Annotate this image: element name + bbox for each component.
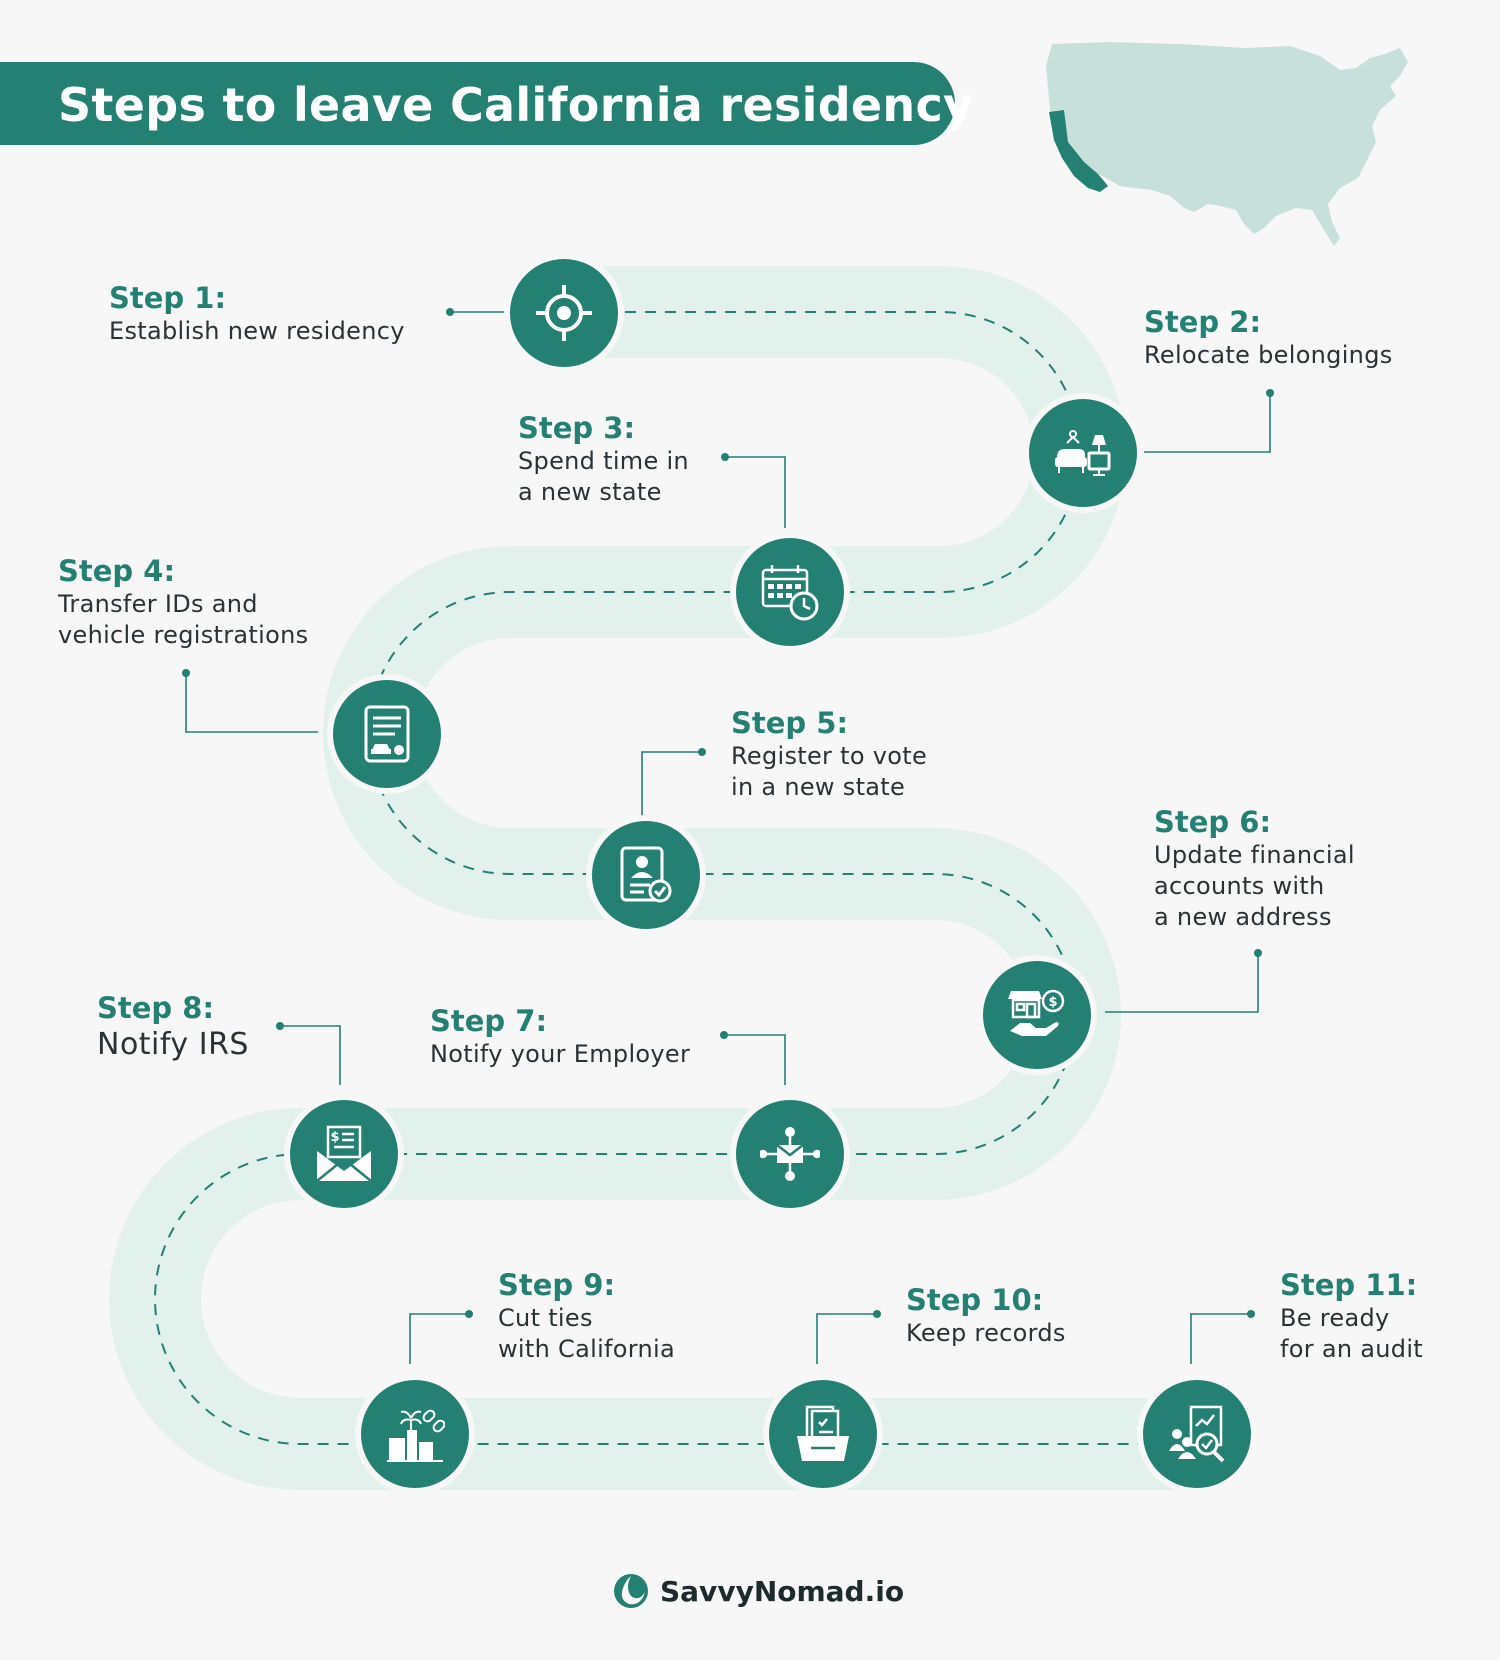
step-number: Step 11:: [1280, 1268, 1418, 1302]
step-5-label: Step 5: Register to vote in a new state: [731, 705, 927, 803]
step-description: Notify your Employer: [430, 1040, 691, 1068]
step-description: Cut ties with California: [498, 1304, 676, 1363]
svg-text:$: $: [330, 1130, 339, 1145]
title-banner: Steps to leave California residency: [0, 62, 973, 145]
us-map-shape: [1046, 42, 1408, 246]
voter-card-icon: [620, 846, 672, 903]
step-number: Step 10:: [906, 1283, 1044, 1317]
audit-search-icon: [1169, 1405, 1225, 1463]
step-description: Update financial accounts with a new add…: [1154, 841, 1355, 931]
step-number: Step 1:: [109, 281, 227, 315]
svg-text:$: $: [1048, 995, 1057, 1010]
step-description: Keep records: [906, 1319, 1066, 1347]
step-number: Step 4:: [58, 554, 176, 588]
footer-brand: SavvyNomad.io: [612, 1568, 904, 1614]
step-11-label: Step 11: Be ready for an audit: [1280, 1267, 1423, 1365]
furniture-icon: [1055, 430, 1111, 476]
california-shape: [1049, 110, 1108, 192]
step-number: Step 5:: [731, 706, 849, 740]
step-6-label: Step 6: Update financial accounts with a…: [1154, 804, 1355, 933]
tax-envelope-icon: $: [316, 1125, 372, 1182]
target-icon: [536, 285, 592, 341]
leader-dots: [182, 308, 1274, 1318]
step-8-label: Step 8: Notify IRS: [97, 990, 249, 1064]
step-number: Step 8:: [97, 991, 215, 1025]
step-6-node: $: [977, 955, 1097, 1075]
leader-lines: [185, 311, 1271, 1364]
step-description: Transfer IDs and vehicle registrations: [58, 590, 309, 649]
step-description: Relocate belongings: [1144, 341, 1393, 369]
step-description: Register to vote in a new state: [731, 742, 928, 801]
us-map: [1046, 42, 1408, 246]
step-4-label: Step 4: Transfer IDs and vehicle registr…: [58, 553, 308, 651]
step-description: Establish new residency: [109, 317, 405, 345]
step-number: Step 3:: [518, 411, 636, 445]
step-10-label: Step 10: Keep records: [906, 1282, 1066, 1349]
step-description: Be ready for an audit: [1280, 1304, 1424, 1363]
step-number: Step 6:: [1154, 805, 1272, 839]
step-number: Step 2:: [1144, 305, 1262, 339]
step-8-node: $: [284, 1094, 404, 1214]
step-5-node: [586, 815, 706, 935]
vehicle-document-icon: [364, 705, 410, 763]
step-1-label: Step 1: Establish new residency: [109, 280, 405, 347]
mail-network-icon: [760, 1127, 820, 1181]
savvynomad-logo-icon: [614, 1574, 648, 1608]
step-description: Notify IRS: [97, 1027, 249, 1062]
bank-hand-icon: $: [1008, 989, 1065, 1036]
step-11-node: [1137, 1374, 1257, 1494]
dashed-route: [154, 311, 1192, 1445]
step-9-label: Step 9: Cut ties with California: [498, 1267, 675, 1365]
brand-name: SavvyNomad.io: [660, 1574, 905, 1608]
step-9-node: [355, 1374, 475, 1494]
step-description: Spend time in a new state: [518, 447, 689, 506]
step-number: Step 9:: [498, 1268, 616, 1302]
step-1-node: [504, 253, 624, 373]
page-title: Steps to leave California residency: [58, 78, 974, 132]
file-tray-icon: [797, 1405, 849, 1461]
step-4-node: [327, 674, 447, 794]
step-2-node: [1023, 393, 1143, 513]
step-2-label: Step 2: Relocate belongings: [1144, 304, 1393, 371]
broken-chain-city-icon: [387, 1409, 445, 1462]
step-10-node: [763, 1374, 883, 1494]
step-number: Step 7:: [430, 1004, 548, 1038]
step-7-label: Step 7: Notify your Employer: [430, 1003, 690, 1070]
step-3-label: Step 3: Spend time in a new state: [518, 410, 689, 508]
step-3-node: [730, 532, 850, 652]
step-7-node: [730, 1094, 850, 1214]
calendar-clock-icon: [761, 565, 819, 621]
